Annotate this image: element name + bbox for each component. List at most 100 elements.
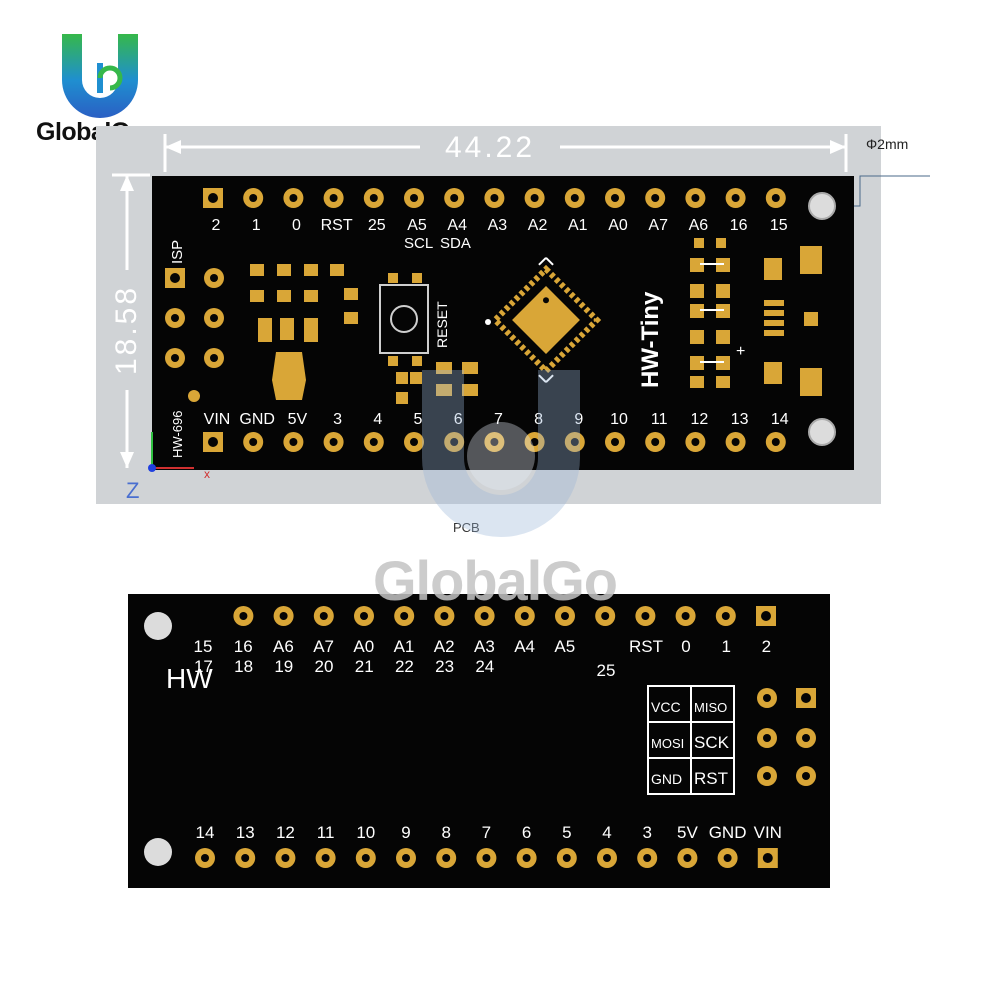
pin-label: 22: [395, 657, 414, 676]
height-dimension-value: 18.58: [110, 285, 143, 375]
pin-label: 13: [731, 411, 749, 428]
pin-hole: [570, 194, 579, 202]
pin-hole: [281, 854, 290, 862]
pin-label: 2: [762, 637, 771, 656]
mounting-hole: [808, 192, 836, 220]
pin-hole: [562, 854, 571, 862]
back-brand-label: HW: [166, 663, 213, 694]
back-bottom-pin-row: [195, 848, 778, 868]
pin-hole: [490, 194, 499, 202]
axis-indicator: x Z: [126, 432, 210, 503]
pin-label: 23: [435, 657, 454, 676]
pin-hole: [410, 438, 418, 446]
pin-label: 16: [234, 637, 253, 656]
pin-hole: [241, 854, 250, 862]
pin-label: 15: [770, 217, 788, 234]
pin-hole: [601, 612, 610, 620]
front-bottom-pin-labels: VINGND5V34567891011121314: [204, 411, 789, 428]
watermark-logo-icon: [422, 370, 580, 537]
pin-label: A5: [554, 637, 575, 656]
pin-hole: [570, 438, 579, 446]
silkscreen-outlines: [700, 263, 724, 363]
pin-hole: [522, 854, 531, 862]
pin-label: 1: [252, 217, 261, 234]
pin-label: 6: [522, 823, 531, 842]
pin-hole: [360, 612, 368, 620]
pin-label: 13: [236, 823, 255, 842]
isp-sck: SCK: [694, 733, 730, 752]
pin-hole: [480, 612, 489, 620]
pin-label: 24: [475, 657, 494, 676]
isp-vcc: VCC: [651, 699, 681, 715]
pin-hole: [450, 438, 459, 446]
pin-hole: [691, 438, 700, 446]
pin-label: A1: [394, 637, 415, 656]
pin-hole: [520, 612, 529, 620]
pin-label: A4: [514, 637, 535, 656]
pin-label: A4: [447, 217, 467, 234]
pin-label: 5V: [677, 823, 698, 842]
pin-hole: [641, 612, 650, 620]
pin-hole: [611, 438, 619, 446]
board-title: HW-Tiny: [637, 291, 664, 388]
pin-label: 3: [333, 411, 342, 428]
pin-label: RST: [629, 637, 663, 656]
pin-hole: [249, 438, 258, 446]
pin-label: 5V: [288, 411, 308, 428]
pin-label: A7: [648, 217, 668, 234]
pin-hole: [771, 194, 780, 202]
pin-label: 14: [196, 823, 215, 842]
pin-label: RST: [321, 217, 353, 234]
pin-label: A1: [568, 217, 588, 234]
front-top-pin-row: [203, 188, 786, 208]
reset-button-footprint: [379, 273, 429, 366]
pin-hole: [279, 612, 288, 620]
pin-hole: [289, 194, 298, 202]
pin-hole: [721, 612, 730, 620]
pin-hole: [643, 854, 652, 862]
pin-label: A0: [353, 637, 374, 656]
width-dimension-value: 44.22: [445, 131, 535, 164]
pin-label: 7: [494, 411, 503, 428]
pin-hole: [410, 194, 418, 202]
isp-rst: RST: [694, 769, 728, 788]
regulator-pads: [250, 264, 358, 400]
svg-text:x: x: [204, 467, 210, 481]
pin-hole: [762, 853, 773, 863]
pin-hole: [651, 438, 660, 446]
pin-label: 0: [681, 637, 690, 656]
pin-label: A2: [528, 217, 548, 234]
pin-hole: [490, 438, 499, 446]
pin-label: A3: [474, 637, 495, 656]
pin-label: 5: [414, 411, 423, 428]
pin-label: 7: [482, 823, 491, 842]
pin-hole: [319, 612, 328, 620]
pin-label: 4: [373, 411, 382, 428]
pin-label: A2: [434, 637, 455, 656]
pin-hole: [482, 854, 491, 862]
pin-label: VIN: [204, 411, 231, 428]
pin-label: 18: [234, 657, 253, 676]
isp-mosi: MOSI: [651, 736, 684, 751]
pin-hole: [723, 854, 732, 862]
pin-label: 9: [574, 411, 583, 428]
pin-hole: [402, 854, 410, 862]
pin-label: GND: [239, 411, 275, 428]
back-isp-header: [757, 688, 816, 786]
pin-label: 16: [730, 217, 748, 234]
pin-label: 9: [401, 823, 410, 842]
pin-hole: [369, 438, 378, 446]
pin-hole: [201, 854, 209, 862]
back-board: [128, 594, 830, 888]
pin-label: 5: [562, 823, 571, 842]
pin-label: A6: [273, 637, 294, 656]
mounting-hole: [808, 418, 836, 446]
pin-label: 19: [274, 657, 293, 676]
scl-label: SCL: [404, 235, 433, 252]
watermark-text: GlobalGo: [373, 549, 618, 612]
pin-label: 15: [194, 637, 213, 656]
pin-label: A0: [608, 217, 628, 234]
pin-hole: [603, 854, 611, 862]
